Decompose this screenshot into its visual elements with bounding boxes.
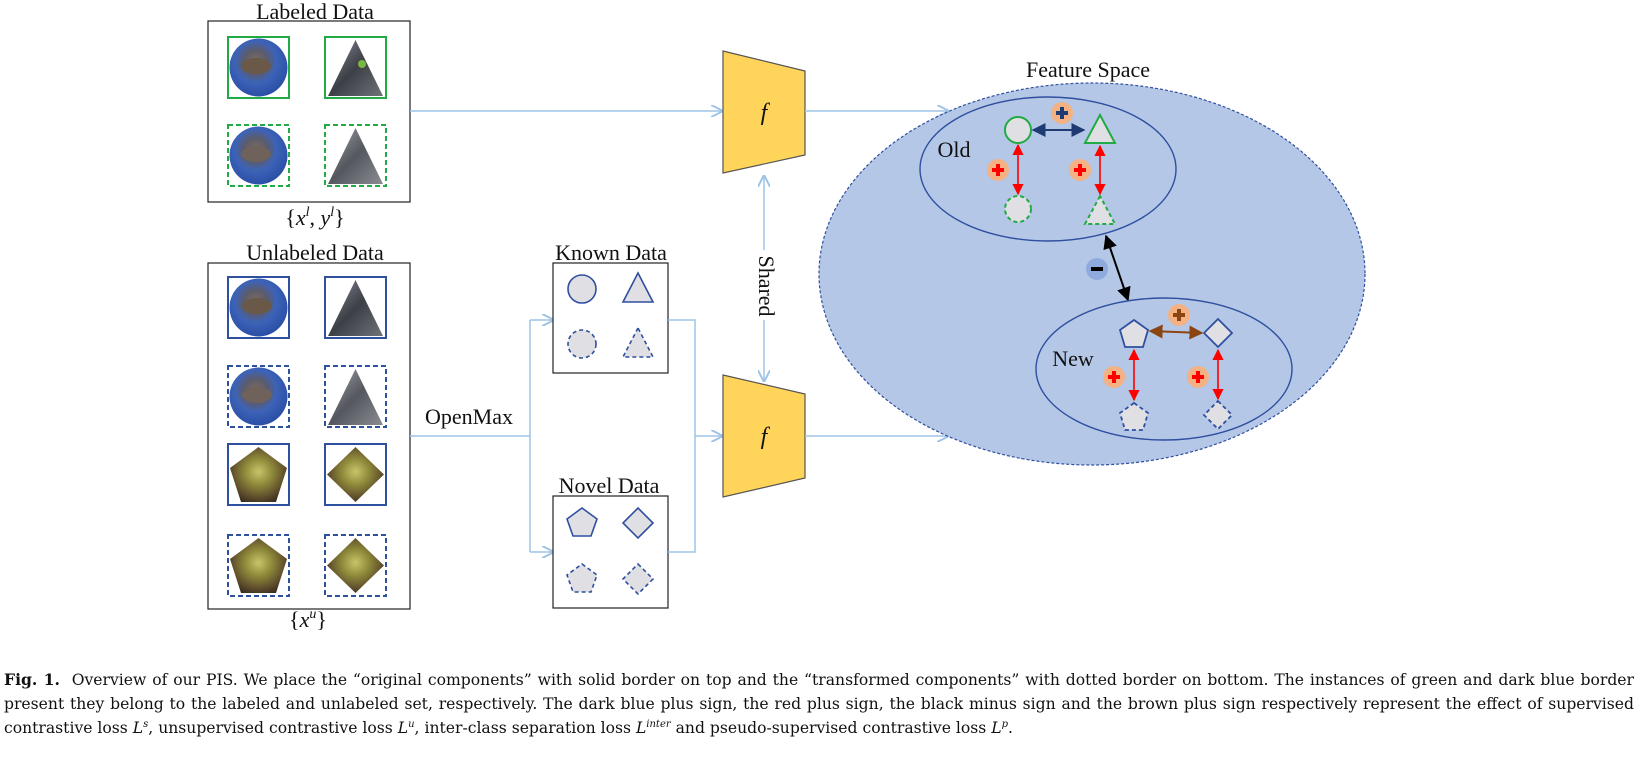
novel-pentagon-original [566, 507, 598, 537]
loss-linter-sup: inter [646, 719, 671, 730]
old-triangle-transformed [1083, 193, 1117, 225]
unlabeled-transformed-bird-pentagon [227, 534, 290, 597]
old-circle-transformed [1004, 195, 1032, 223]
unsup-plus-badge-new-left [1103, 366, 1125, 388]
encoder-top-label: f [761, 100, 771, 126]
shared-label: Shared [754, 255, 779, 316]
known-circle-original [567, 274, 597, 304]
unlabeled-transformed-duck-circle [227, 365, 290, 428]
labeled-data-title: Labeled Data [256, 0, 374, 24]
unlabeled-original-bird-diamond [324, 443, 387, 506]
novel-data-title: Novel Data [559, 473, 660, 498]
caption-text-5: . [1008, 719, 1013, 737]
caption-text-4: and pseudo-supervised contrastive loss [670, 719, 992, 737]
unlabeled-original-bird-pentagon [227, 443, 290, 506]
loss-lu-sup: u [408, 719, 415, 730]
caption-text-1: Overview of our PIS. We place the “origi… [4, 671, 1634, 737]
caption-text-2: , unsupervised contrastive loss [148, 719, 398, 737]
new-label: New [1052, 346, 1094, 371]
unlabeled-original-rock-triangle [324, 276, 387, 339]
encoder-top [722, 50, 806, 174]
pseudo-supervised-plus-badge [1168, 304, 1190, 326]
inter-class-separation-arrow [1103, 234, 1131, 302]
loss-ls-sup: s [143, 719, 149, 730]
unlabeled-set-notation: {xu} [289, 607, 327, 632]
labeled-original-duck-circle [227, 36, 290, 99]
feature-space-title: Feature Space [1026, 57, 1150, 82]
figure-caption: Fig. 1. Overview of our PIS. We place th… [4, 668, 1634, 740]
openmax-label: OpenMax [425, 404, 513, 429]
caption-text-3: , inter-class separation loss [414, 719, 636, 737]
old-triangle-original [1083, 112, 1117, 144]
unlabeled-transformed-rock-triangle [324, 365, 387, 428]
unsup-plus-badge-old-left [987, 159, 1009, 181]
supervised-plus-badge [1051, 102, 1073, 124]
known-triangle-transformed [621, 326, 655, 358]
minus-badge [1086, 258, 1108, 280]
labeled-set-notation: {xl, yl} [285, 205, 344, 230]
old-circle-original [1004, 116, 1032, 144]
old-cluster [919, 96, 1177, 242]
loss-linter: L [635, 719, 647, 737]
loss-ls: L [132, 719, 144, 737]
new-diamond-transformed [1202, 399, 1234, 431]
novel-pentagon-transformed [566, 563, 598, 593]
known-circle-transformed [567, 329, 597, 359]
new-pentagon-original [1118, 318, 1150, 348]
unsup-plus-badge-old-right [1069, 159, 1091, 181]
novel-data-box [552, 495, 669, 609]
new-pentagon-transformed [1118, 401, 1150, 431]
pseudo-supervised-arrow [1148, 324, 1204, 340]
known-data-title: Known Data [555, 240, 667, 265]
novel-diamond-transformed [621, 562, 655, 596]
unsup-plus-badge-new-right [1187, 366, 1209, 388]
loss-lp: L [991, 719, 1002, 737]
labeled-transformed-duck-circle [227, 124, 290, 187]
labeled-original-rock-triangle [324, 36, 387, 99]
unlabeled-original-duck-circle [227, 276, 290, 339]
new-diamond-original [1202, 317, 1234, 349]
unlabeled-transformed-bird-diamond [324, 534, 387, 597]
loss-lu: L [397, 719, 409, 737]
unlabeled-data-title: Unlabeled Data [246, 240, 384, 265]
novel-diamond-original [621, 506, 655, 540]
loss-lp-sup: p [1001, 719, 1008, 730]
old-label: Old [938, 137, 971, 162]
encoder-bottom-label: f [761, 424, 771, 450]
known-triangle-original [621, 271, 655, 303]
figure-label: Fig. 1. [4, 670, 60, 689]
known-to-merge-line [668, 319, 696, 553]
labeled-transformed-rock-triangle [324, 124, 387, 187]
encoder-bottom [722, 374, 806, 498]
